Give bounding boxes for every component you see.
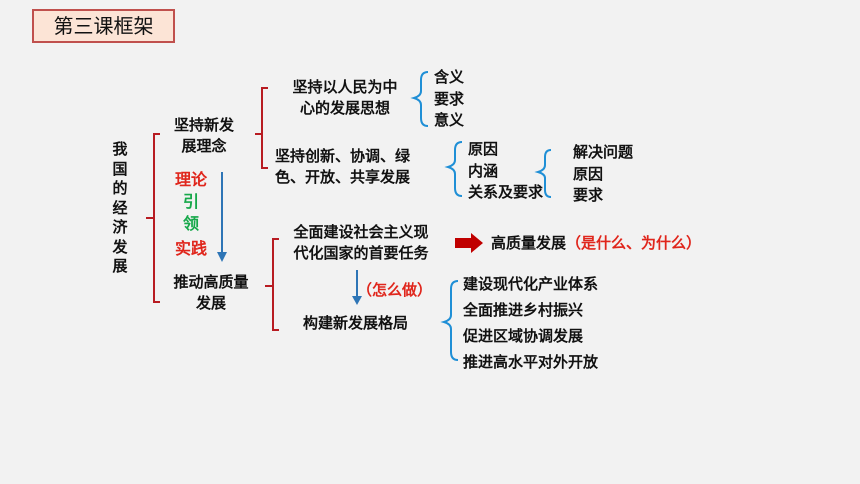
list-item: 要求 <box>434 89 465 108</box>
list-item: 原因 <box>468 140 499 158</box>
arrow-down-icon-2 <box>352 296 362 305</box>
pattern-items: 建设现代化产业体系 全面推进乡村振兴 促进区域协调发展 推进高水平对外开放 <box>463 271 598 375</box>
root-char: 发 <box>112 237 128 256</box>
list-item: 全面推进乡村振兴 <box>463 301 584 319</box>
promote-bracket <box>265 238 279 331</box>
list-item: 推进高水平对外开放 <box>463 353 599 371</box>
root-char: 展 <box>112 257 128 275</box>
concept-bracket <box>255 87 268 169</box>
list-item: 解决问题 <box>573 143 634 161</box>
node-high-quality: 高质量发展（是什么、为什么） <box>491 234 702 252</box>
page-title: 第三课框架 <box>32 9 175 43</box>
root-char: 的 <box>112 179 128 197</box>
innovate-sub-bracket <box>534 149 552 198</box>
innovate-items: 原因 内涵 关系及要求 <box>468 139 543 204</box>
node-concept: 坚持新发展理念 <box>173 116 234 155</box>
people-items: 含义 要求 意义 <box>434 67 464 132</box>
node-people: 坚持以人民为中心的发展思想 <box>292 78 398 117</box>
list-item: 内涵 <box>468 161 499 180</box>
root-char: 国 <box>112 159 128 178</box>
root-bracket <box>146 133 160 303</box>
people-bracket <box>410 71 429 127</box>
node-innovate: 坚持创新、协调、绿色、开放、共享发展 <box>275 147 411 186</box>
arrow-right-icon <box>455 233 483 253</box>
list-item: 意义 <box>434 111 465 129</box>
list-item: 要求 <box>573 186 604 204</box>
how-label: （怎么做） <box>357 281 433 299</box>
list-item: 原因 <box>573 164 604 183</box>
root-label: 我国的经济发展 <box>110 140 130 277</box>
root-char: 我 <box>112 140 128 158</box>
link-theory: 理论 <box>175 170 208 189</box>
node-modern: 全面建设社会主义现代化国家的首要任务 <box>293 223 429 262</box>
arrow-down-icon <box>217 252 227 262</box>
node-pattern: 构建新发展格局 <box>303 314 409 332</box>
list-item: 建设现代化产业体系 <box>463 275 599 293</box>
link-practice: 实践 <box>175 239 208 258</box>
hq-note: （是什么、为什么） <box>566 234 702 252</box>
pattern-bracket <box>440 280 459 361</box>
link-guide-1: 引 <box>183 192 200 211</box>
root-char: 济 <box>112 218 128 236</box>
node-promote: 推动高质量发展 <box>173 273 249 312</box>
list-item: 关系及要求 <box>468 183 544 201</box>
innovate-sub-items: 解决问题 原因 要求 <box>573 142 633 207</box>
link-guide-2: 领 <box>183 214 200 233</box>
innovate-bracket <box>444 141 463 197</box>
root-char: 经 <box>112 198 128 217</box>
list-item: 促进区域协调发展 <box>463 327 584 345</box>
list-item: 含义 <box>434 68 465 86</box>
